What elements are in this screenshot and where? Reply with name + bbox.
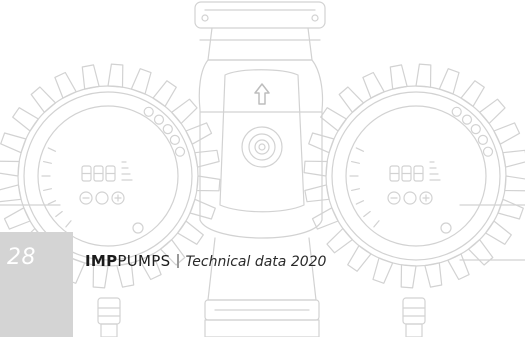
rim-symbol <box>470 124 481 135</box>
cooling-fin <box>177 220 204 245</box>
status-led <box>47 200 57 205</box>
flow-direction-arrow-icon <box>254 83 270 105</box>
cooling-fin <box>467 239 494 266</box>
cooling-fin <box>303 160 328 177</box>
cooling-fin <box>304 184 330 203</box>
central-coupling <box>241 126 283 168</box>
footer-separator <box>177 254 180 268</box>
cooling-fin <box>194 149 220 168</box>
cooling-fin <box>400 264 417 289</box>
status-led <box>42 188 53 191</box>
power-symbol <box>132 222 144 234</box>
cooling-fin <box>326 227 353 254</box>
pump-housing-top <box>194 1 326 29</box>
footer-subtitle: Technical data 2020 <box>185 254 327 270</box>
cooling-fin <box>479 98 506 125</box>
minus-button <box>79 191 93 205</box>
cooling-fin <box>3 207 31 230</box>
motor-rim-inner <box>331 91 501 261</box>
cooling-fin <box>0 160 20 177</box>
brand-name-bold: IMP <box>85 252 118 270</box>
cooling-fin <box>447 253 470 281</box>
rim-symbol <box>143 106 154 117</box>
status-led <box>355 147 365 152</box>
cooling-fin <box>185 122 213 145</box>
cooling-fin <box>493 122 521 145</box>
status-led <box>363 210 371 218</box>
cooling-fin <box>171 98 198 125</box>
cooling-fin <box>81 64 100 90</box>
cooling-fin <box>311 207 339 230</box>
cooling-fin <box>415 63 432 88</box>
rim-symbol <box>461 114 473 125</box>
plus-button <box>419 191 433 205</box>
pump-body <box>198 59 324 239</box>
rim-symbol <box>174 146 186 157</box>
cooling-fin <box>30 86 57 113</box>
rim-symbol <box>162 124 173 135</box>
status-led <box>65 220 72 228</box>
status-led <box>373 220 380 228</box>
cooling-fin <box>502 149 525 168</box>
control-panel-face <box>37 105 179 247</box>
status-led <box>351 161 360 164</box>
plus-button <box>111 191 125 205</box>
cooling-fin <box>362 71 385 99</box>
cooling-fin <box>12 107 39 132</box>
cooling-fin <box>152 80 177 107</box>
cooling-fin <box>338 86 365 113</box>
cooling-fin <box>460 80 485 107</box>
pump-base <box>204 237 320 337</box>
bottom-connector-right <box>402 297 426 337</box>
motor-head-right <box>303 63 525 289</box>
cooling-fin <box>107 63 124 88</box>
cooling-fin <box>485 220 512 245</box>
page-number: 28 <box>7 245 36 270</box>
cooling-fin <box>424 262 443 288</box>
rim-symbol <box>451 106 462 117</box>
brand-name-light: PUMPS <box>117 252 171 270</box>
minus-button <box>387 191 401 205</box>
cooling-fin <box>320 107 347 132</box>
mode-button <box>403 191 417 205</box>
motor-rim <box>17 85 199 267</box>
control-panel-face <box>345 105 487 247</box>
power-symbol <box>440 222 452 234</box>
rim-symbol <box>477 134 488 145</box>
cooling-fin <box>0 184 22 203</box>
cooling-fin <box>54 71 77 99</box>
mode-button <box>95 191 109 205</box>
status-led <box>42 161 53 164</box>
status-led <box>355 200 365 205</box>
cooling-fin <box>389 64 408 90</box>
motor-rim-inner <box>23 91 193 261</box>
cooling-fin <box>504 175 525 192</box>
status-led <box>55 210 63 218</box>
motor-rim <box>325 85 507 267</box>
status-led <box>351 188 360 191</box>
cooling-fin <box>347 245 372 272</box>
rim-symbol <box>482 146 494 157</box>
pump-housing-neck <box>199 27 321 61</box>
footer-title: IMPPUMPS Technical data 2020 <box>85 251 326 271</box>
rim-symbol <box>169 134 180 145</box>
rim-symbol <box>153 114 165 125</box>
page-number-box: 28 <box>0 232 73 337</box>
bottom-connector-left <box>97 297 121 337</box>
side-pipe-right <box>459 204 525 261</box>
status-led <box>47 147 57 152</box>
